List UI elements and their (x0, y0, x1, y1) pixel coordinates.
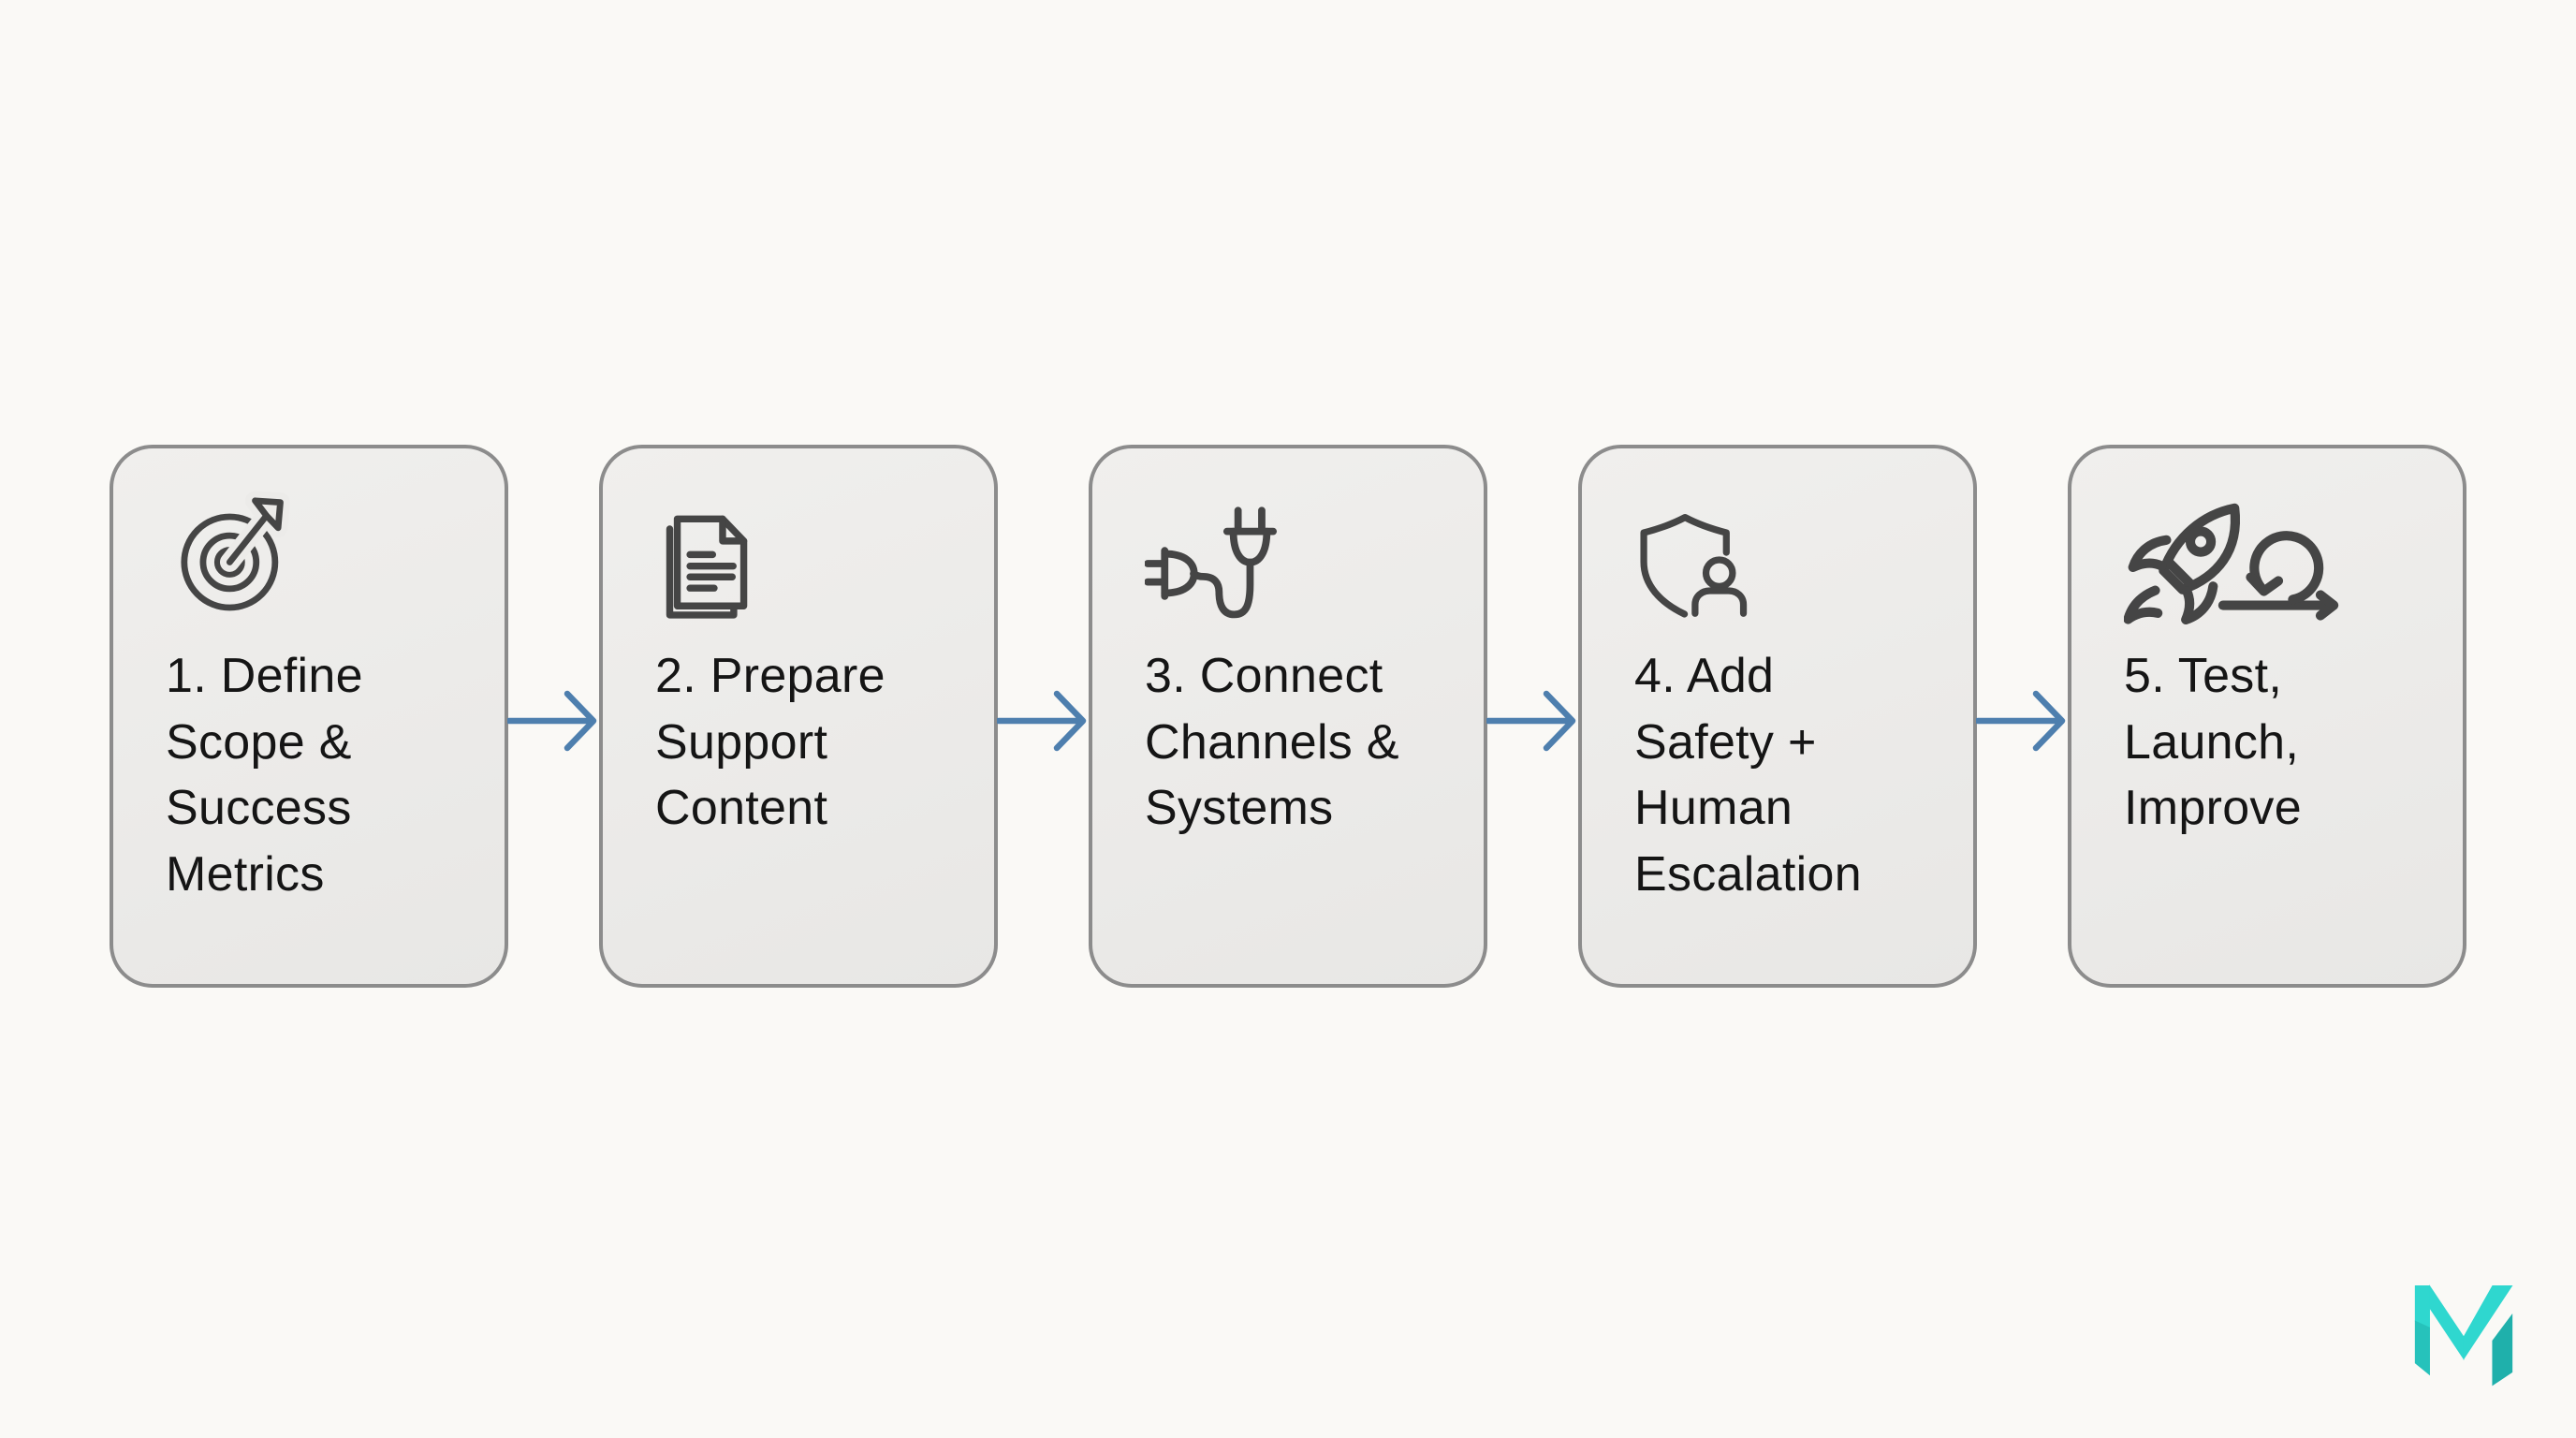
plug-connection-icon (1145, 490, 1452, 632)
step-card-3: 3. Connect Channels & Systems (1089, 445, 1487, 988)
step-label: 4. Add Safety + Human Escalation (1634, 649, 1862, 902)
documents-icon (655, 490, 962, 632)
step-card-4: 4. Add Safety + Human Escalation (1578, 445, 1977, 988)
step-label: 5. Test, Launch, Improve (2124, 649, 2302, 836)
rocket-iterate-icon (2124, 490, 2431, 632)
shield-person-icon (1634, 490, 1941, 632)
target-arrow-icon (166, 490, 473, 632)
flow-arrow-2 (997, 677, 1090, 765)
step-card-2: 2. Prepare Support Content (599, 445, 998, 988)
step-label: 3. Connect Channels & Systems (1145, 649, 1399, 836)
step-label: 1. Define Scope & Success Metrics (166, 649, 363, 902)
step-label: 2. Prepare Support Content (655, 649, 886, 836)
flow-arrow-1 (507, 677, 600, 765)
step-card-1: 1. Define Scope & Success Metrics (110, 445, 508, 988)
flow-arrow-3 (1486, 677, 1579, 765)
step-card-5: 5. Test, Launch, Improve (2068, 445, 2466, 988)
flow-arrow-4 (1976, 677, 2069, 765)
m-logo (2398, 1275, 2529, 1396)
process-flow: 1. Define Scope & Success Metrics 2. Pre… (110, 445, 2466, 988)
